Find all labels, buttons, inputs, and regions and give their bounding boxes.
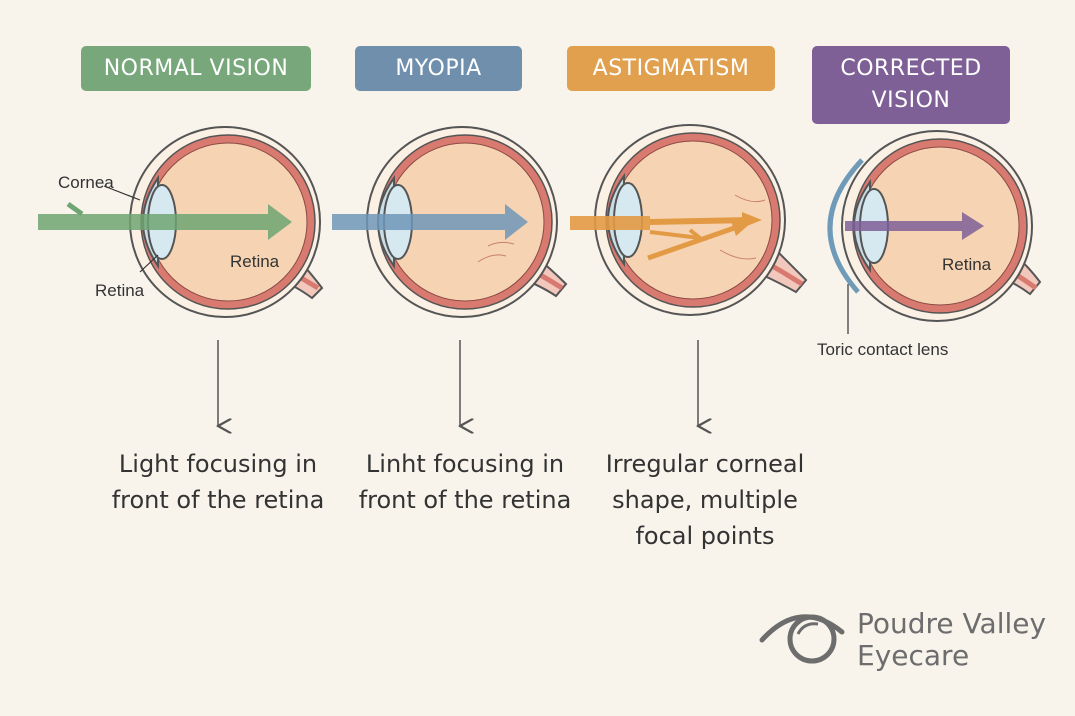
description-myopia: Linht focusing in front of the retina xyxy=(358,450,572,514)
panel-title-normal-vision: NORMAL VISION xyxy=(81,46,311,91)
eye-astigmatism xyxy=(570,124,808,316)
label-retina-normal-inner: Retina xyxy=(230,252,280,271)
eye-normal-vision xyxy=(38,126,324,318)
label-toric-lens: Toric contact lens xyxy=(817,340,948,359)
label-cornea: Cornea xyxy=(58,173,114,192)
eye-myopia xyxy=(332,126,568,318)
panel-title-astigmatism: ASTIGMATISM xyxy=(567,46,775,91)
toric-lens-shape xyxy=(827,158,864,294)
panel-title-myopia: MYOPIA xyxy=(355,46,522,91)
label-retina-normal-outer: Retina xyxy=(95,281,145,300)
description-normal-vision: Light focusing in front of the retina xyxy=(111,450,325,514)
brand-line-2: Eyecare xyxy=(857,639,970,672)
eye-corrected-vision xyxy=(827,130,1042,334)
eye-logo-icon xyxy=(759,614,845,664)
brand-name: Poudre Valley Eyecare xyxy=(857,608,1046,672)
description-astigmatism: Irregular corneal shape, multiple focal … xyxy=(605,450,805,550)
label-retina-corrected: Retina xyxy=(942,255,992,274)
panel-title-corrected-vision: CORRECTED VISION xyxy=(812,46,1010,124)
brand-line-1: Poudre Valley xyxy=(857,607,1047,640)
